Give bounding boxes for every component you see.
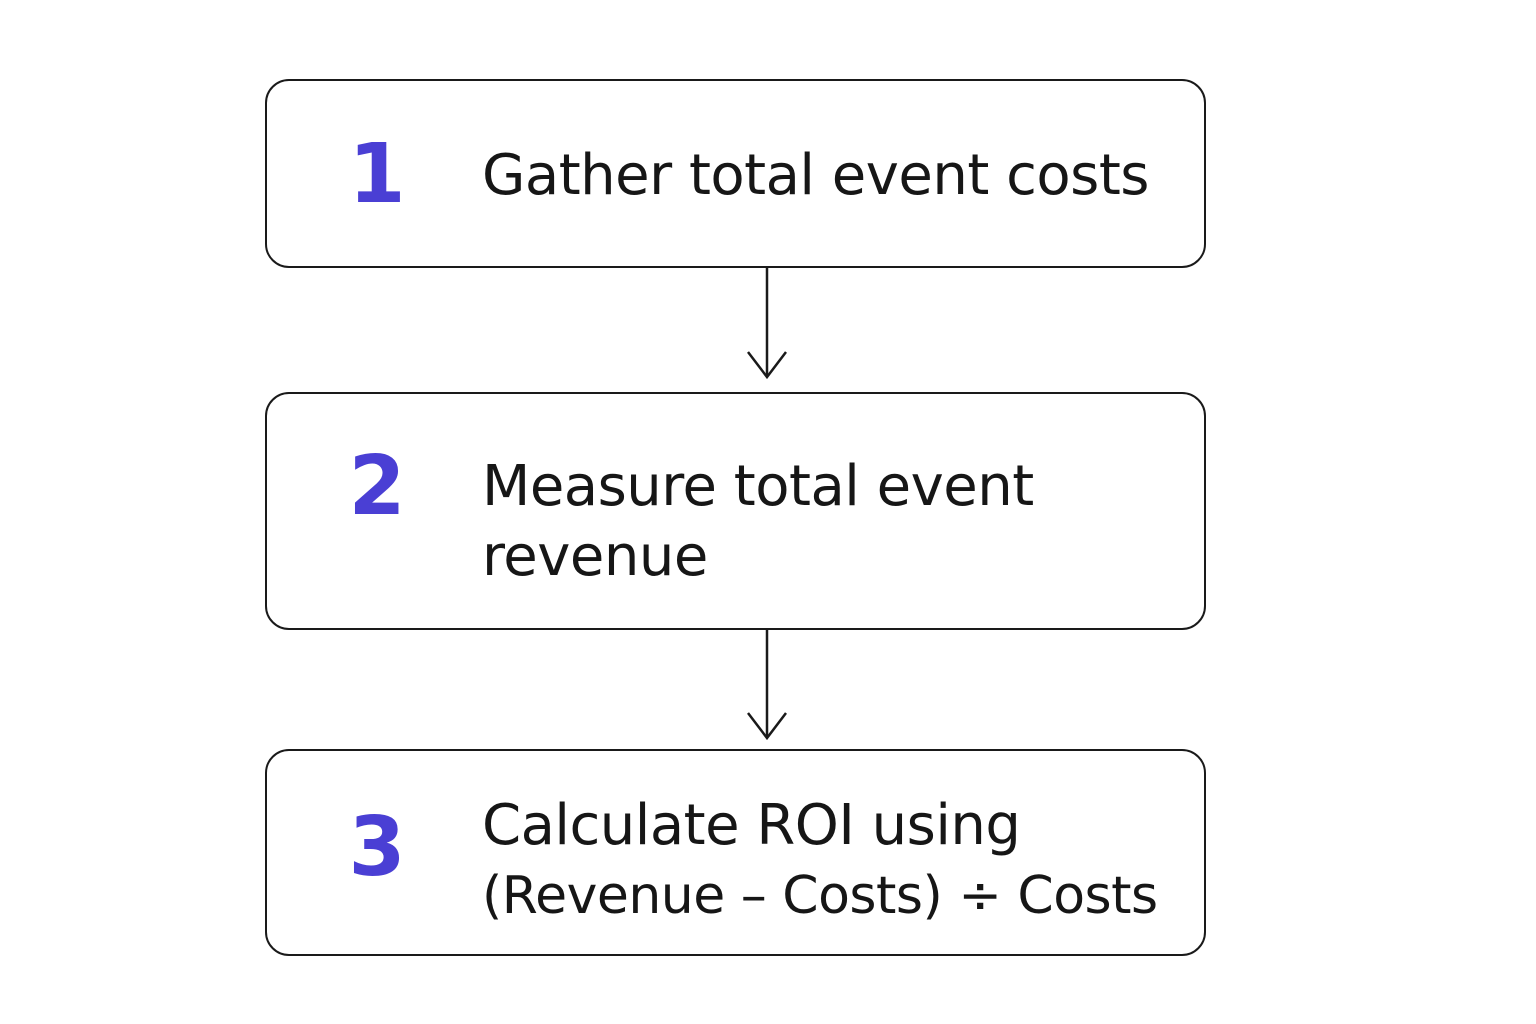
- step-1-label: Gather total event costs: [482, 143, 1149, 208]
- step-2-box: 2 Measure total event revenue: [265, 392, 1206, 630]
- step-1-box: 1 Gather total event costs: [265, 79, 1206, 268]
- step-2-number: 2: [348, 439, 406, 534]
- step-3-number: 3: [348, 800, 406, 895]
- step-3-formula: (Revenue – Costs) ÷ Costs: [482, 866, 1158, 926]
- step-2-label: Measure total event revenue: [482, 452, 1186, 592]
- step-2-label-line-2: revenue: [482, 524, 708, 589]
- step-2-label-line-1: Measure total event: [482, 454, 1034, 519]
- step-3-label-line-1: Calculate ROI using: [482, 793, 1021, 858]
- step-1-number: 1: [348, 127, 406, 222]
- step-3-box: 3 Calculate ROI using (Revenue – Costs) …: [265, 749, 1206, 956]
